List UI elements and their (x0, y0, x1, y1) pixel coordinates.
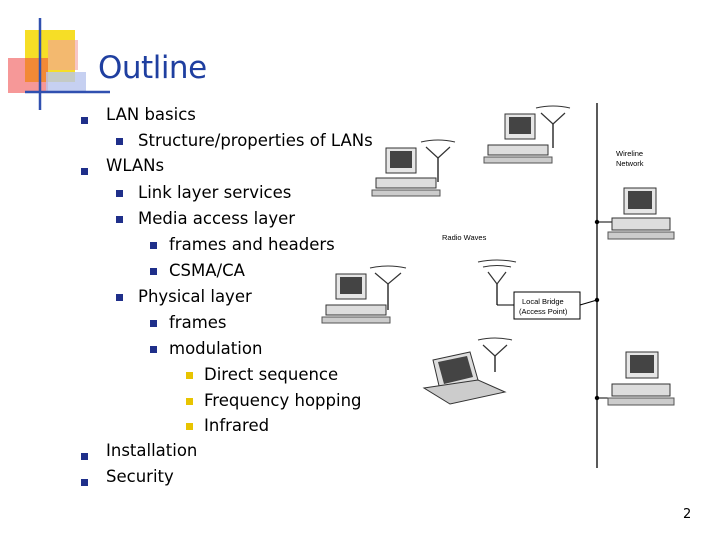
bullet-marker (116, 294, 123, 301)
bullet-marker (150, 320, 157, 327)
list-item: frames (169, 313, 227, 332)
bullet-marker (186, 372, 193, 379)
bullet-marker (116, 190, 123, 197)
list-item: Direct sequence (204, 365, 339, 384)
list-item: Security (106, 467, 174, 486)
list-item: Media access layer (138, 209, 296, 228)
list-item: Installation (106, 441, 198, 460)
access-point-box (513, 291, 581, 320)
bridge-label-2: (Access Point) (519, 307, 568, 316)
list-item: LAN basics (106, 105, 196, 124)
bullet-marker (116, 216, 123, 223)
wired-desktop-icon (607, 351, 675, 406)
list-item: modulation (169, 339, 263, 358)
bullet-marker (81, 168, 88, 175)
bullet-marker (81, 117, 88, 124)
list-item: Frequency hopping (204, 391, 362, 410)
list-item: Infrared (204, 416, 270, 435)
bullet-marker (186, 423, 193, 430)
bullet-marker (150, 268, 157, 275)
wireless-lan-diagram: Wireline Network Radio Waves Local Bridg… (321, 103, 675, 468)
bullet-marker (150, 242, 157, 249)
wireline-label-1: Wireline (616, 149, 643, 158)
access-point-antenna-icon (477, 259, 517, 306)
bullet-marker (150, 346, 157, 353)
bullet-marker (81, 479, 88, 486)
bullet-marker (186, 398, 193, 405)
list-item: Structure/properties of LANs (138, 131, 373, 150)
wireline-label-2: Network (616, 159, 644, 168)
list-item: Link layer services (138, 183, 292, 202)
list-item: CSMA/CA (169, 261, 245, 280)
wireless-desktop-icon (321, 265, 407, 324)
page-number: 2 (683, 507, 692, 522)
slide-title: Outline (98, 50, 207, 86)
wired-desktop-icon (607, 187, 675, 240)
list-item: WLANs (106, 156, 165, 175)
wireless-laptop-icon (422, 337, 513, 405)
list-item: Physical layer (138, 287, 252, 306)
slide-logo (8, 18, 110, 110)
outline-list: LAN basics Structure/properties of LANs … (81, 105, 373, 486)
wireless-desktop-icon (483, 105, 571, 164)
bridge-label-1: Local Bridge (522, 297, 564, 306)
radio-waves-label: Radio Waves (442, 233, 487, 242)
wireless-desktop-icon (371, 139, 456, 197)
list-item: frames and headers (169, 235, 335, 254)
bullet-marker (116, 138, 123, 145)
bullet-marker (81, 453, 88, 460)
